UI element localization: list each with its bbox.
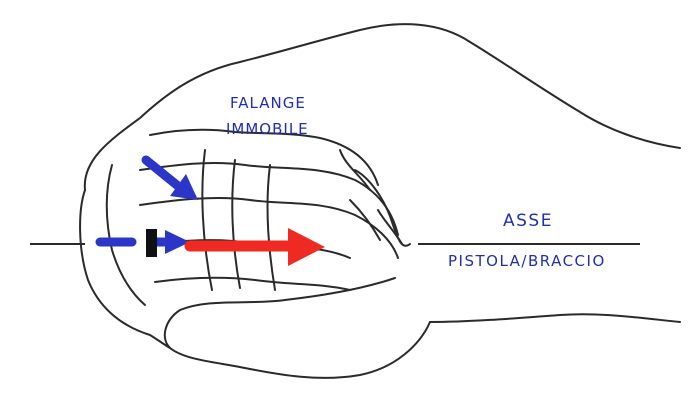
red-arrow-icon bbox=[190, 228, 325, 266]
phalanx-label-line1: FALANGE bbox=[230, 94, 306, 112]
axis-label-line1: ASSE bbox=[503, 211, 553, 231]
blue-horizontal-arrow-icon bbox=[100, 230, 190, 254]
axis-label-line2: PISTOLA/BRACCIO bbox=[448, 252, 606, 270]
hand-outline bbox=[80, 24, 680, 378]
black-bar-icon bbox=[146, 229, 157, 257]
phalanx-label-line2: IMMOBILE bbox=[226, 120, 309, 138]
